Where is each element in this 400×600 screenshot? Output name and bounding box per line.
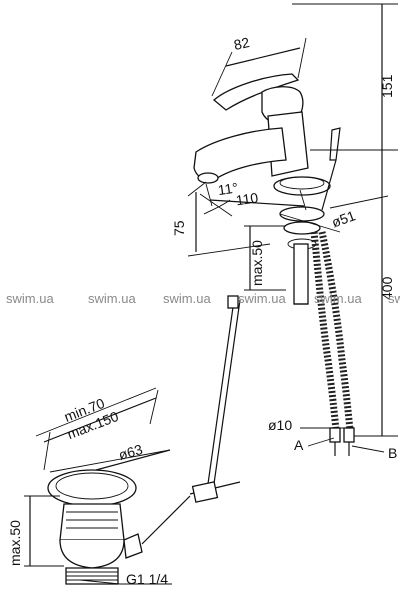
dim-hose-diameter: ø10 — [268, 417, 292, 433]
watermark: swim.ua — [163, 291, 211, 306]
dim-drain-diameter: ø63 — [117, 441, 145, 463]
watermark: swim.ua — [238, 291, 286, 306]
dim-deck-thickness: max.50 — [249, 240, 265, 286]
drain-rod — [189, 295, 241, 503]
dim-drain-thread: G1 1/4 — [126, 571, 168, 587]
watermark: swim.ua — [314, 291, 362, 306]
dim-spout-width: 82 — [232, 34, 251, 53]
supply-hoses — [310, 231, 355, 456]
dim-drain-height: max.50 — [7, 520, 23, 566]
dim-height-total: 151 — [379, 74, 395, 98]
faucet-body — [193, 73, 341, 211]
watermarks: swim.ua swim.ua swim.ua swim.ua swim.ua … — [6, 291, 400, 306]
port-b-label: B — [388, 445, 397, 461]
port-a-label: A — [294, 437, 304, 453]
dimension-lines — [24, 3, 398, 585]
dim-spout-height: 75 — [171, 220, 187, 236]
dim-reach: 110 — [235, 189, 260, 208]
drain-waste — [47, 469, 191, 585]
dim-base-diameter: ø51 — [329, 207, 357, 230]
dim-angle: 11° — [217, 179, 239, 198]
watermark: swim.ua — [388, 291, 400, 306]
watermark: swim.ua — [6, 291, 54, 306]
dim-hose-length: 400 — [379, 276, 395, 300]
watermark: swim.ua — [88, 291, 136, 306]
